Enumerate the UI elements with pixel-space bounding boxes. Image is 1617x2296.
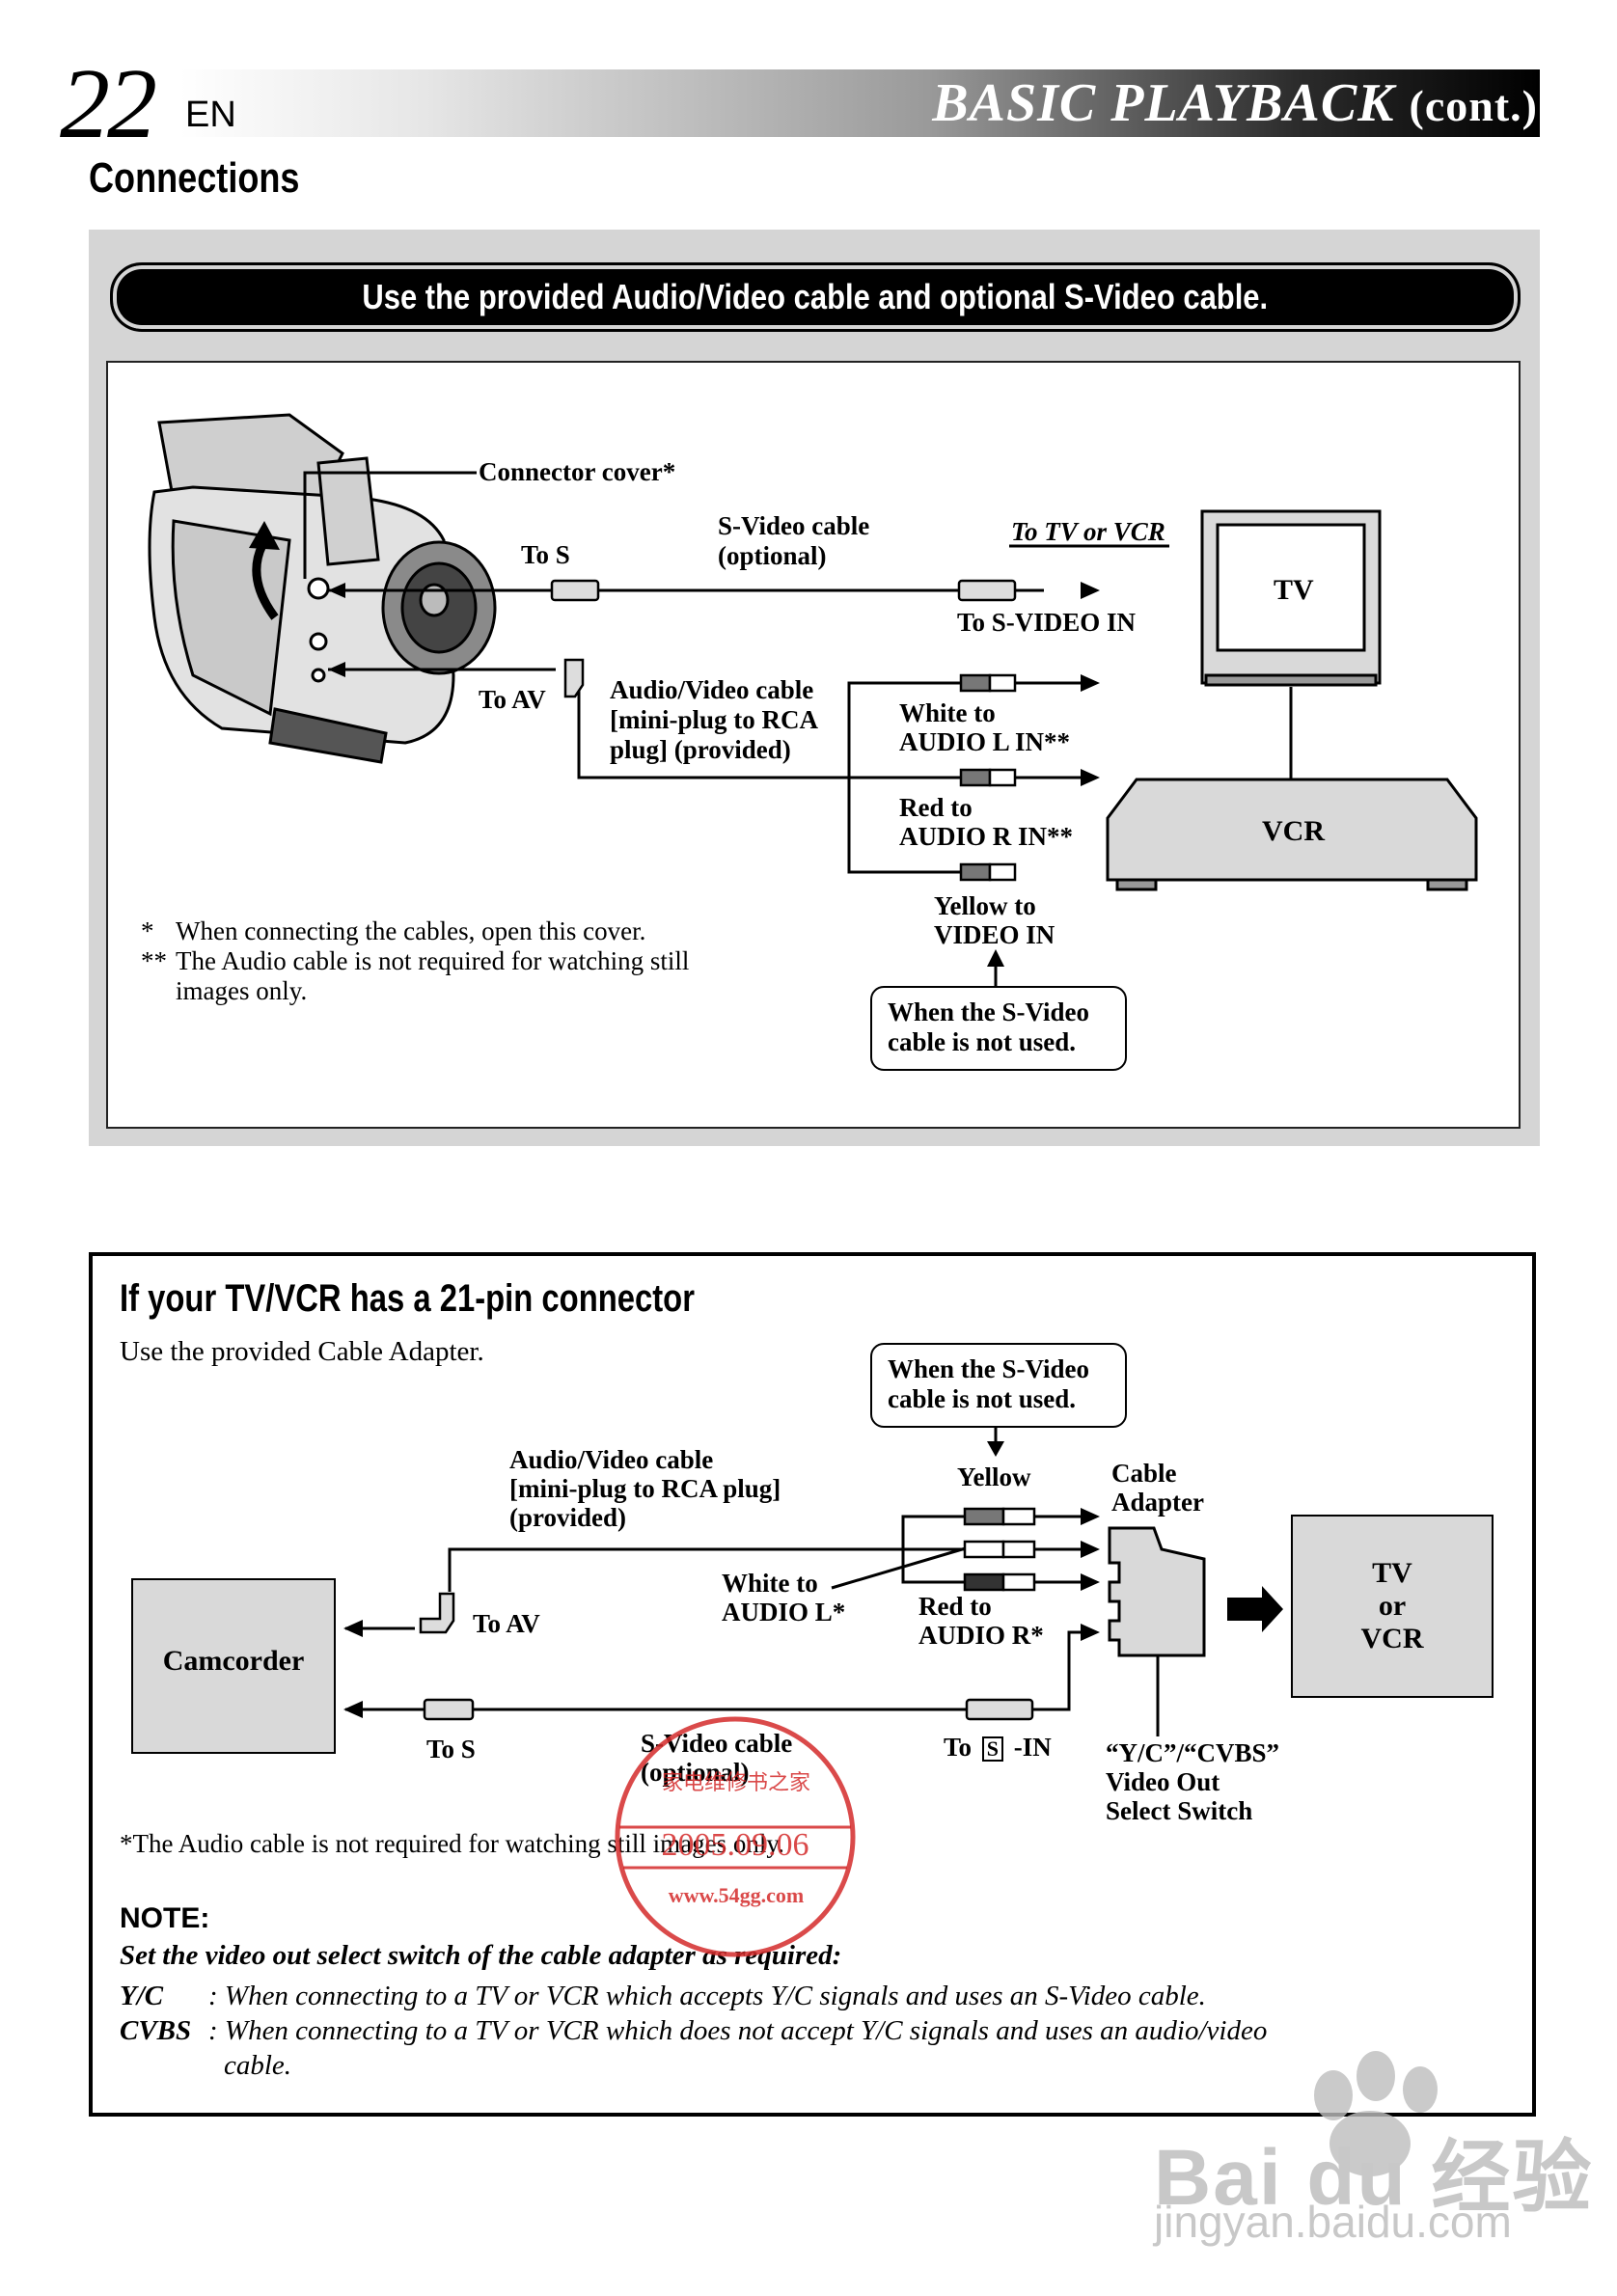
scart-yellow-label: Yellow [957,1462,1031,1491]
tv-or-vcr-line1: TV [1372,1557,1412,1589]
stamp-date: 2005.09.06 [661,1827,809,1863]
page-number: 22 [60,48,157,159]
connector-cover-label: Connector cover* [479,457,676,486]
stamp-url: www.54gg.com [668,1883,805,1907]
switch-label-3: Select Switch [1106,1796,1253,1825]
av-cable-label-2: [mini-plug to RCA [610,705,819,734]
scart-subtitle: Use the provided Cable Adapter. [120,1336,484,1367]
scart-svideo-note-box: When the S-Video cable is not used. [870,1343,1127,1428]
scart-to-s-label: To S [426,1735,476,1763]
header-title: BASIC PLAYBACK (cont.) [932,73,1538,133]
scart-svideo-note-line2: cable is not used. [888,1384,1077,1413]
header-bar [179,69,1540,137]
scart-av-cable-label-1: Audio/Video cable [509,1445,714,1474]
white-label-2: AUDIO L IN** [899,727,1071,756]
scart-av-cable-label-3: (provided) [509,1503,627,1532]
banner-pill [110,262,1521,332]
scart-white-label-1: White to [722,1569,818,1598]
switch-label-1: “Y/C”/“CVBS” [1106,1738,1280,1767]
scart-av-cable-label-2: [mini-plug to RCA plug] [509,1474,781,1503]
cvbs-term: CVBS [120,2015,192,2046]
yellow-label-1: Yellow to [934,891,1036,920]
tv-or-vcr-line2: or [1378,1590,1407,1622]
switch-label-2: Video Out [1106,1767,1220,1796]
s-video-optional-label: (optional) [718,541,827,570]
scart-svideo-note-line1: When the S-Video [888,1354,1090,1383]
red-label-2: AUDIO R IN** [899,822,1074,851]
svideo-note-line2: cable is not used. [888,1027,1077,1056]
yellow-label-2: VIDEO IN [934,920,1055,949]
to-s-video-in-label: To S-VIDEO IN [957,608,1137,637]
open-cover-arrow [252,543,279,620]
note-title: NOTE: [120,1902,210,1934]
plugs-panel1 [550,579,1017,882]
av-cable-label-3: plug] (provided) [610,735,791,764]
camcorder-box: Camcorder [131,1578,336,1754]
svideo-note-line1: When the S-Video [888,998,1090,1026]
red-label-1: Red to [899,793,973,822]
scart-footnote: *The Audio cable is not required for wat… [120,1829,784,1858]
white-label-1: White to [899,698,996,727]
av-cable-label-1: Audio/Video cable [610,675,814,704]
watermark-url: jingyan.baidu.com [1154,2197,1512,2247]
section-title: Connections [89,154,300,202]
yc-text: : When connecting to a TV or VCR which a… [208,1981,1206,2011]
s-video-cable-label: S-Video cable [718,511,870,540]
scart-title: If your TV/VCR has a 21-pin connector [120,1277,695,1320]
cvbs-text-line1: : When connecting to a TV or VCR which d… [208,2015,1268,2046]
svideo-note-box: When the S-Video cable is not used. [870,986,1127,1071]
tv-label: TV [1274,574,1314,606]
footnote-1: When connecting the cables, open this co… [176,916,646,945]
footnote-1-mark: * [141,916,154,945]
watermark-brand: Bai du 经验 [1154,2134,1594,2222]
to-tv-or-vcr-label: To TV or VCR [1011,517,1165,546]
to-av-label: To AV [479,685,546,714]
camcorder-label: Camcorder [162,1645,305,1677]
footnote-2-line2: images only. [176,976,308,1005]
to-s-label: To S [521,540,570,569]
page-language: EN [185,95,236,135]
cable-adapter-icon [1108,1526,1206,1657]
plugs-panel2 [419,1507,1036,1721]
scart-to-av-label: To AV [473,1609,540,1638]
scart-red-label-1: Red to [918,1592,992,1621]
tv-or-vcr-line3: VCR [1360,1623,1424,1654]
cable-adapter-label-2: Adapter [1111,1488,1204,1517]
cvbs-text-line2: cable. [224,2050,292,2081]
footnote-2-mark: ** [141,946,167,975]
stamp-top-text: 家电维修书之家 [661,1770,810,1794]
scart-white-label-2: AUDIO L* [722,1598,846,1626]
cable-adapter-label-1: Cable [1111,1459,1177,1488]
scart-s-video-optional-label: (optional) [641,1758,750,1787]
tv-or-vcr-box: TV or VCR [1291,1515,1494,1698]
vcr-icon [1106,778,1478,891]
scart-red-label-2: AUDIO R* [918,1621,1044,1650]
tv-icon [1200,509,1382,687]
s-symbol-icon: S [981,1736,1004,1762]
to-s-in-label: To S -IN [944,1733,1052,1762]
footnote-2-line1: The Audio cable is not required for watc… [176,946,690,975]
yc-term: Y/C [120,1981,164,2011]
banner-text: Use the provided Audio/Video cable and o… [362,277,1269,316]
vcr-label: VCR [1262,815,1325,847]
